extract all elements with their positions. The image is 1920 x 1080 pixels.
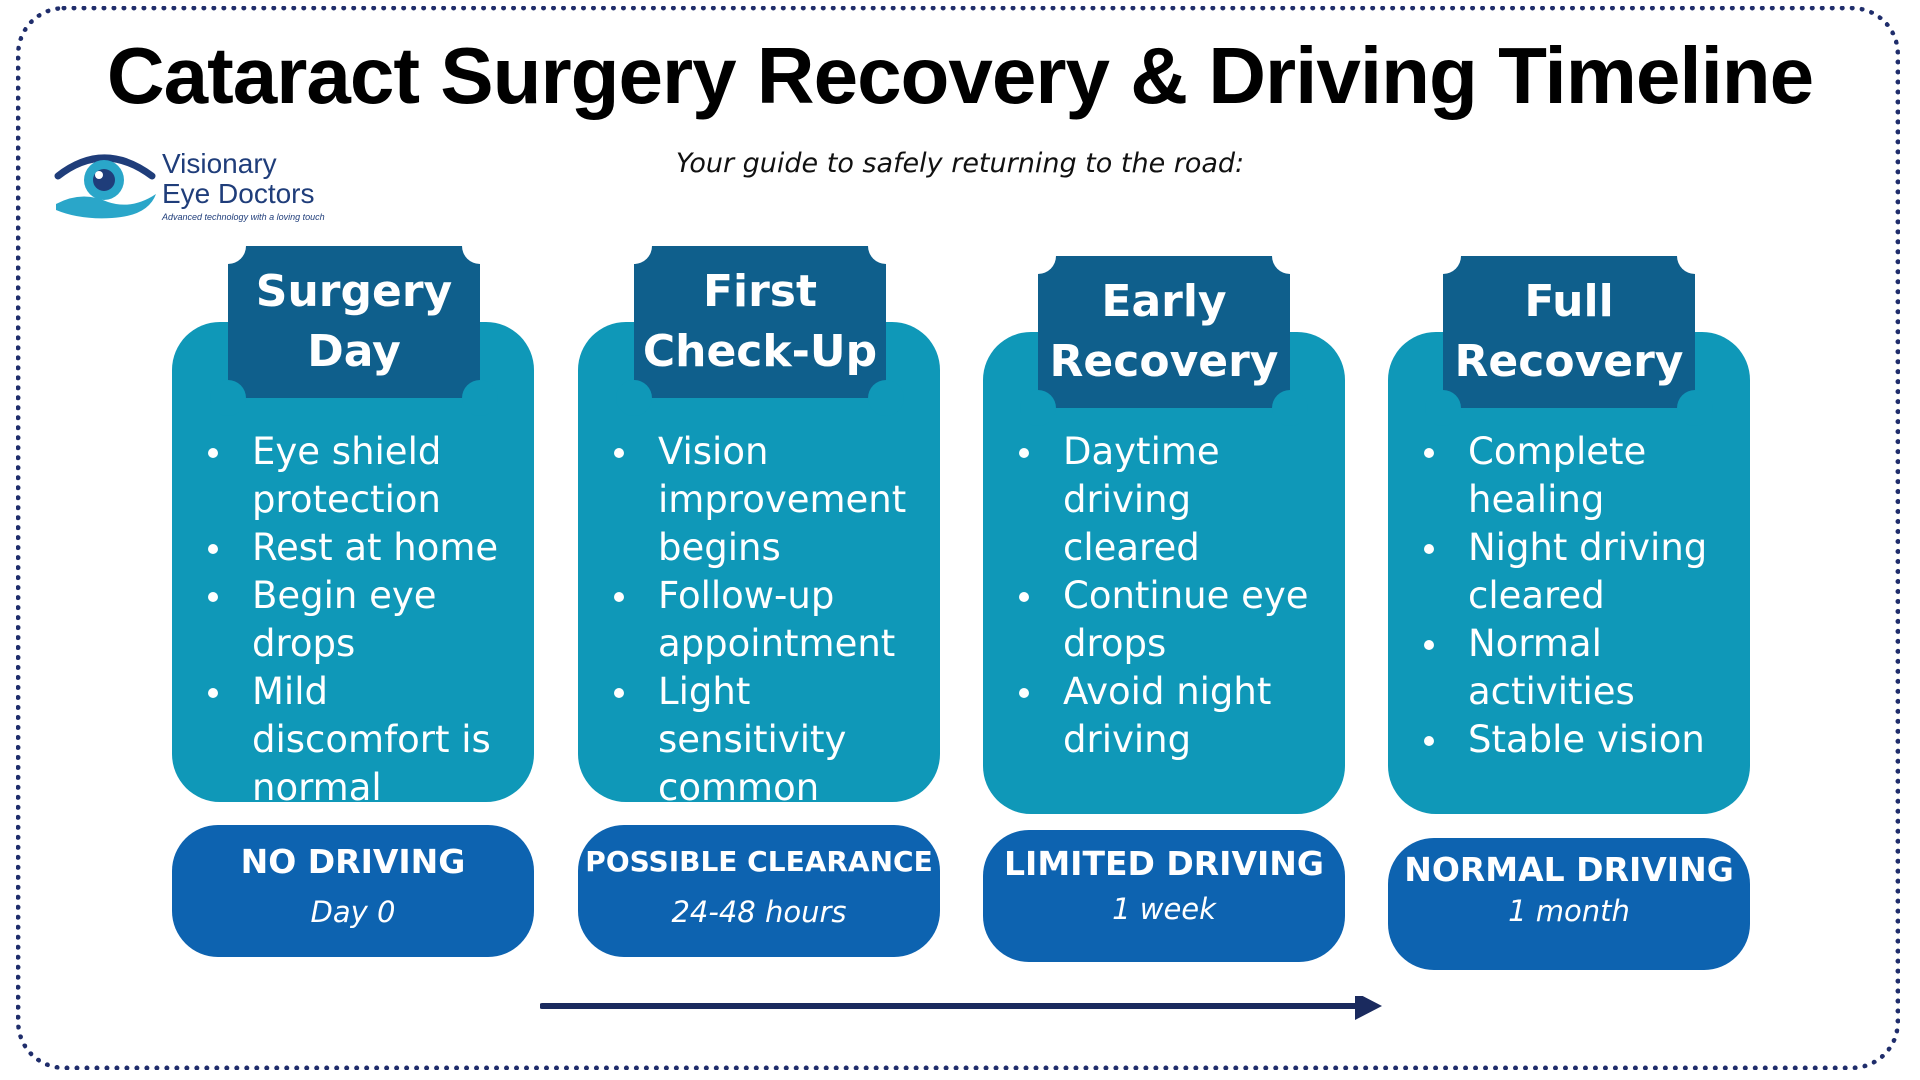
- eye-hand-logo-icon: [54, 154, 156, 219]
- stage-title-first-check-up: First Check-Up: [616, 228, 904, 416]
- driving-status-full-recovery: NORMAL DRIVING 1 month: [1388, 838, 1750, 970]
- list-item: Eye shield protection: [202, 428, 520, 524]
- list-item: Complete healing: [1418, 428, 1736, 524]
- stage-items: Vision improvement begins Follow-up appo…: [608, 428, 926, 812]
- stage-title-early-recovery: Early Recovery: [1020, 238, 1308, 426]
- logo-tagline: Advanced technology with a loving touch: [162, 212, 325, 222]
- logo-name-line1: Visionary: [162, 148, 277, 179]
- list-item: Vision improvement begins: [608, 428, 926, 572]
- logo: Visionary Eye Doctors Advanced technolog…: [52, 146, 352, 226]
- driving-status-time: Day 0: [310, 895, 396, 929]
- driving-status-time: 1 week: [1112, 892, 1216, 926]
- stage-title-line1: First: [702, 266, 818, 317]
- list-item: Follow-up appointment: [608, 572, 926, 668]
- stage-title-line2: Check-Up: [642, 326, 878, 377]
- driving-status-label: NORMAL DRIVING: [1404, 850, 1734, 889]
- list-item: Light sensitivity common: [608, 668, 926, 812]
- driving-status-label: POSSIBLE CLEARANCE: [585, 845, 933, 878]
- driving-status-label: NO DRIVING: [240, 842, 466, 881]
- timeline-arrow-icon: [540, 996, 1382, 1020]
- list-item: Mild discomfort is normal: [202, 668, 520, 812]
- stage-title-full-recovery: Full Recovery: [1425, 238, 1713, 426]
- driving-status-label: LIMITED DRIVING: [1004, 844, 1324, 883]
- stage-title-line2: Recovery: [1454, 336, 1684, 387]
- driving-status-time: 1 month: [1508, 894, 1630, 928]
- stage-items: Daytime driving cleared Continue eye dro…: [1013, 428, 1331, 764]
- list-item: Continue eye drops: [1013, 572, 1331, 668]
- page-subtitle: Your guide to safely returning to the ro…: [675, 148, 1245, 179]
- driving-status-early-recovery: LIMITED DRIVING 1 week: [983, 830, 1345, 962]
- list-item: Begin eye drops: [202, 572, 520, 668]
- stage-title-line1: Early: [1101, 276, 1227, 327]
- stage-title-line1: Surgery: [255, 266, 453, 317]
- logo-name-line2: Eye Doctors: [162, 178, 315, 209]
- stage-title-line2: Recovery: [1049, 336, 1279, 387]
- list-item: Normal activities: [1418, 620, 1736, 716]
- page-border: [16, 6, 1900, 1070]
- list-item: Daytime driving cleared: [1013, 428, 1331, 572]
- driving-status-first-check-up: POSSIBLE CLEARANCE 24-48 hours: [578, 825, 940, 957]
- list-item: Night driving cleared: [1418, 524, 1736, 620]
- stage-items: Eye shield protection Rest at home Begin…: [202, 428, 520, 812]
- stage-title-surgery-day: Surgery Day: [210, 228, 498, 416]
- driving-status-time: 24-48 hours: [671, 895, 847, 929]
- list-item: Rest at home: [202, 524, 520, 572]
- driving-status-surgery-day: NO DRIVING Day 0: [172, 825, 534, 957]
- stage-title-line1: Full: [1524, 276, 1614, 327]
- list-item: Avoid night driving: [1013, 668, 1331, 764]
- list-item: Stable vision: [1418, 716, 1736, 764]
- page-title: Cataract Surgery Recovery & Driving Time…: [106, 31, 1814, 120]
- stage-title-line2: Day: [307, 326, 401, 377]
- stage-items: Complete healing Night driving cleared N…: [1418, 428, 1736, 764]
